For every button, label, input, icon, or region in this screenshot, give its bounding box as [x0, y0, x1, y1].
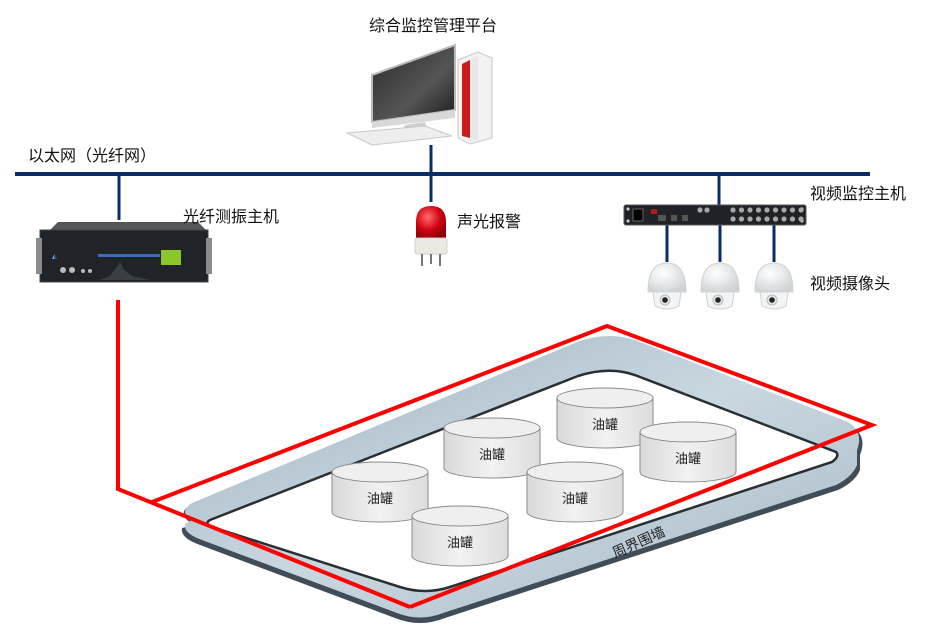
- bnc-connector: [772, 216, 779, 222]
- bnc-connector: [755, 207, 762, 213]
- bnc-connector: [789, 207, 796, 213]
- oil-tank: 油罐: [411, 505, 509, 567]
- oil-tank: 油罐: [443, 417, 541, 479]
- oil-tank-label: 油罐: [562, 492, 588, 507]
- oil-tank-label: 油罐: [367, 492, 393, 507]
- oil-tank-label: 油罐: [675, 452, 701, 467]
- strobe-alarm-light-icon[interactable]: [414, 206, 448, 266]
- oil-tank: 油罐: [331, 461, 429, 523]
- bnc-connector: [781, 207, 787, 213]
- rack-server-icon[interactable]: ◭: [36, 222, 212, 283]
- oil-tank: 油罐: [639, 421, 737, 483]
- bnc-connector: [730, 207, 736, 213]
- bnc-connector: [738, 207, 745, 213]
- bnc-connector: [764, 207, 770, 213]
- bnc-connector: [747, 207, 753, 213]
- bnc-connector: [738, 216, 745, 222]
- network-label: 以太网（光纤网）: [28, 146, 157, 165]
- svg-text:◭: ◭: [52, 253, 57, 260]
- bnc-connector: [755, 216, 762, 222]
- dome-cameras: [647, 262, 794, 310]
- fiber-sensing-cable[interactable]: [116, 300, 878, 609]
- alarm-label: 声光报警: [457, 212, 522, 231]
- oil-tank-label: 油罐: [447, 536, 473, 551]
- oil-tank-label: 油罐: [479, 448, 505, 463]
- dome-camera-icon[interactable]: [754, 262, 794, 310]
- oil-tank: 油罐: [556, 387, 654, 449]
- oil-tanks: 油罐油罐油罐油罐油罐油罐: [331, 387, 737, 567]
- dome-camera-icon[interactable]: [700, 262, 740, 310]
- fiber-perimeter-loop[interactable]: [151, 323, 878, 609]
- camera-label: 视频摄像头: [810, 274, 891, 293]
- platform-label: 综合监控管理平台: [369, 16, 498, 35]
- bnc-connector: [747, 216, 753, 222]
- video-host-label: 视频监控主机: [810, 184, 907, 203]
- bnc-connector: [697, 207, 703, 213]
- oil-tank: 油罐: [526, 461, 624, 523]
- fiber-lead-in[interactable]: [116, 300, 411, 609]
- ethernet-backbone: [15, 145, 870, 262]
- bnc-connector: [704, 207, 710, 213]
- perimeter-wall: 周界围墙: [181, 336, 863, 623]
- nvr-rack-icon[interactable]: [623, 204, 807, 226]
- bnc-connector: [798, 216, 804, 222]
- dome-camera-icon[interactable]: [647, 262, 687, 310]
- bnc-connector: [772, 207, 779, 213]
- bnc-connector: [789, 216, 796, 222]
- bnc-connector: [730, 216, 736, 222]
- bnc-connector: [798, 207, 804, 213]
- desktop-computer-icon[interactable]: [345, 43, 493, 146]
- oil-tank-label: 油罐: [592, 418, 618, 433]
- bnc-connector: [781, 216, 787, 222]
- bnc-connector: [764, 216, 770, 222]
- fiber-host-label: 光纤测振主机: [183, 207, 280, 226]
